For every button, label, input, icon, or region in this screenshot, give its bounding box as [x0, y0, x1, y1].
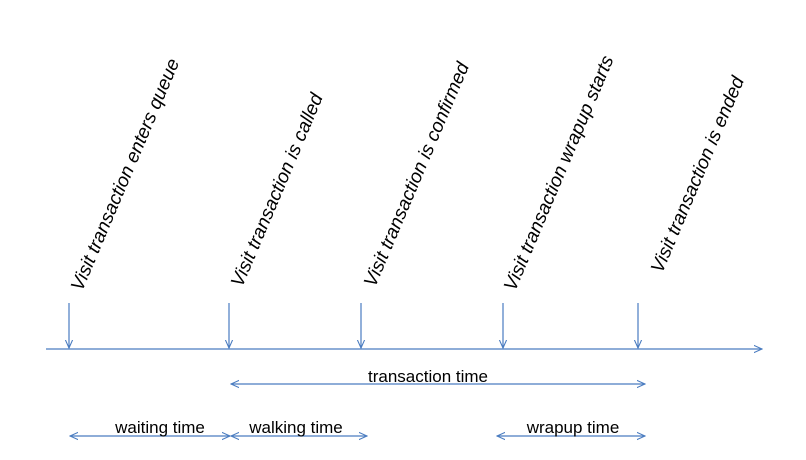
event-label-enters-queue: Visit transaction enters queue — [67, 56, 184, 294]
event-label-is-ended: Visit transaction is ended — [647, 72, 749, 276]
event-label-is-confirmed: Visit transaction is confirmed — [360, 58, 474, 290]
span-label-walking-time: walking time — [248, 418, 343, 437]
span-label-waiting-time: waiting time — [114, 418, 205, 437]
event-label-wrapup-starts: Visit transaction wrapup starts — [500, 52, 618, 294]
span-label-transaction-time: transaction time — [368, 367, 488, 386]
event-label-is-called: Visit transaction is called — [227, 89, 328, 290]
span-label-wrapup-time: wrapup time — [526, 418, 620, 437]
